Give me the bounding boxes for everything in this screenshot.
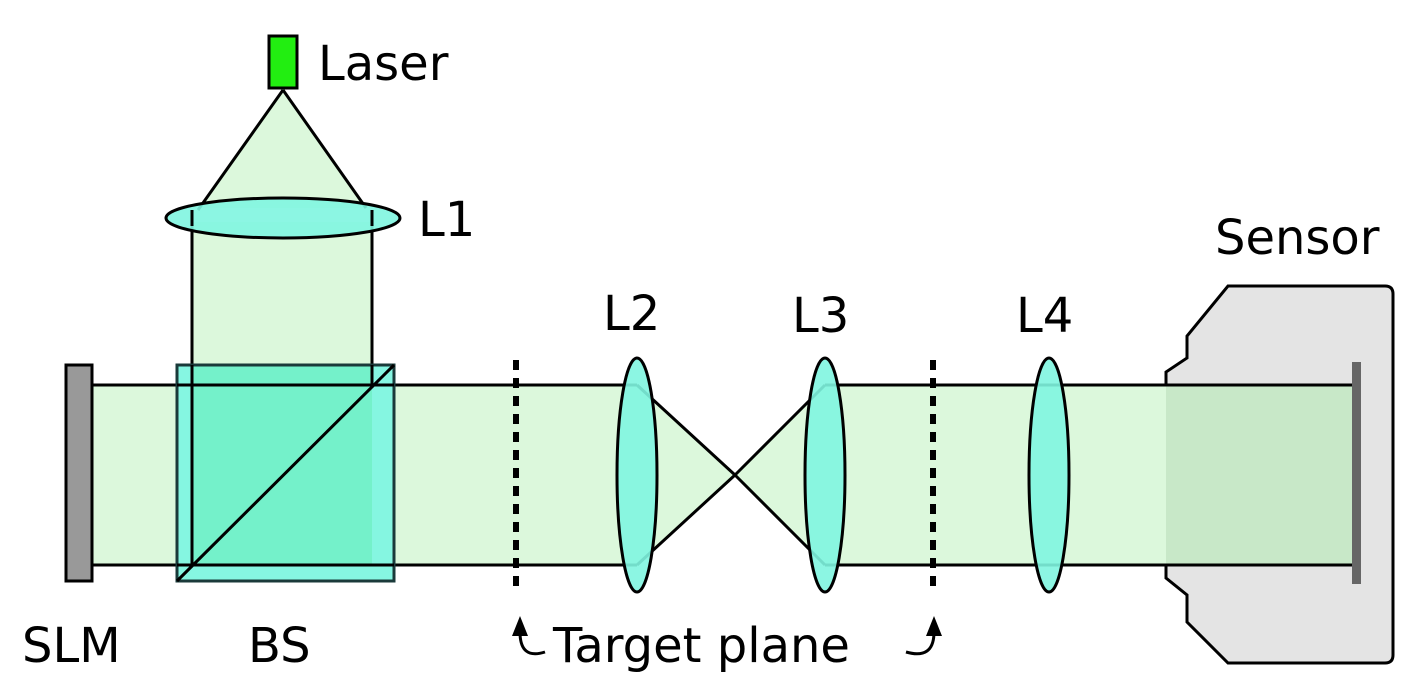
lens-l2 bbox=[615, 356, 659, 594]
label-l4: L4 bbox=[1016, 288, 1073, 344]
label-sensor: Sensor bbox=[1215, 210, 1380, 266]
lens-l1 bbox=[164, 196, 402, 240]
beam-converging bbox=[637, 385, 735, 565]
beam-splitter-diagonal bbox=[175, 363, 396, 583]
label-l2: L2 bbox=[603, 286, 660, 342]
label-slm: SLM bbox=[22, 618, 121, 674]
sensor-chip bbox=[1352, 362, 1361, 584]
laser-source bbox=[267, 34, 299, 90]
beam-splitter-outline bbox=[175, 363, 396, 583]
curved-arrow-right bbox=[905, 631, 936, 656]
lens-l4 bbox=[1027, 356, 1071, 594]
beam-laser-cone bbox=[198, 90, 368, 208]
beam-splitter-overlap bbox=[192, 365, 372, 565]
beam-vertical-top bbox=[192, 222, 372, 382]
beam-diverging bbox=[735, 385, 825, 565]
lens-l3 bbox=[803, 356, 847, 594]
beam-inside-sensor bbox=[1166, 385, 1356, 565]
label-laser: Laser bbox=[318, 36, 449, 92]
label-l3: L3 bbox=[792, 288, 849, 344]
arrowhead-left bbox=[512, 616, 528, 636]
label-bs: BS bbox=[248, 618, 311, 674]
label-l1: L1 bbox=[418, 192, 475, 248]
label-target-plane: Target plane bbox=[552, 618, 850, 674]
arrowhead-right bbox=[926, 616, 942, 636]
slm-device bbox=[64, 363, 94, 583]
curved-arrow-left bbox=[518, 631, 546, 656]
